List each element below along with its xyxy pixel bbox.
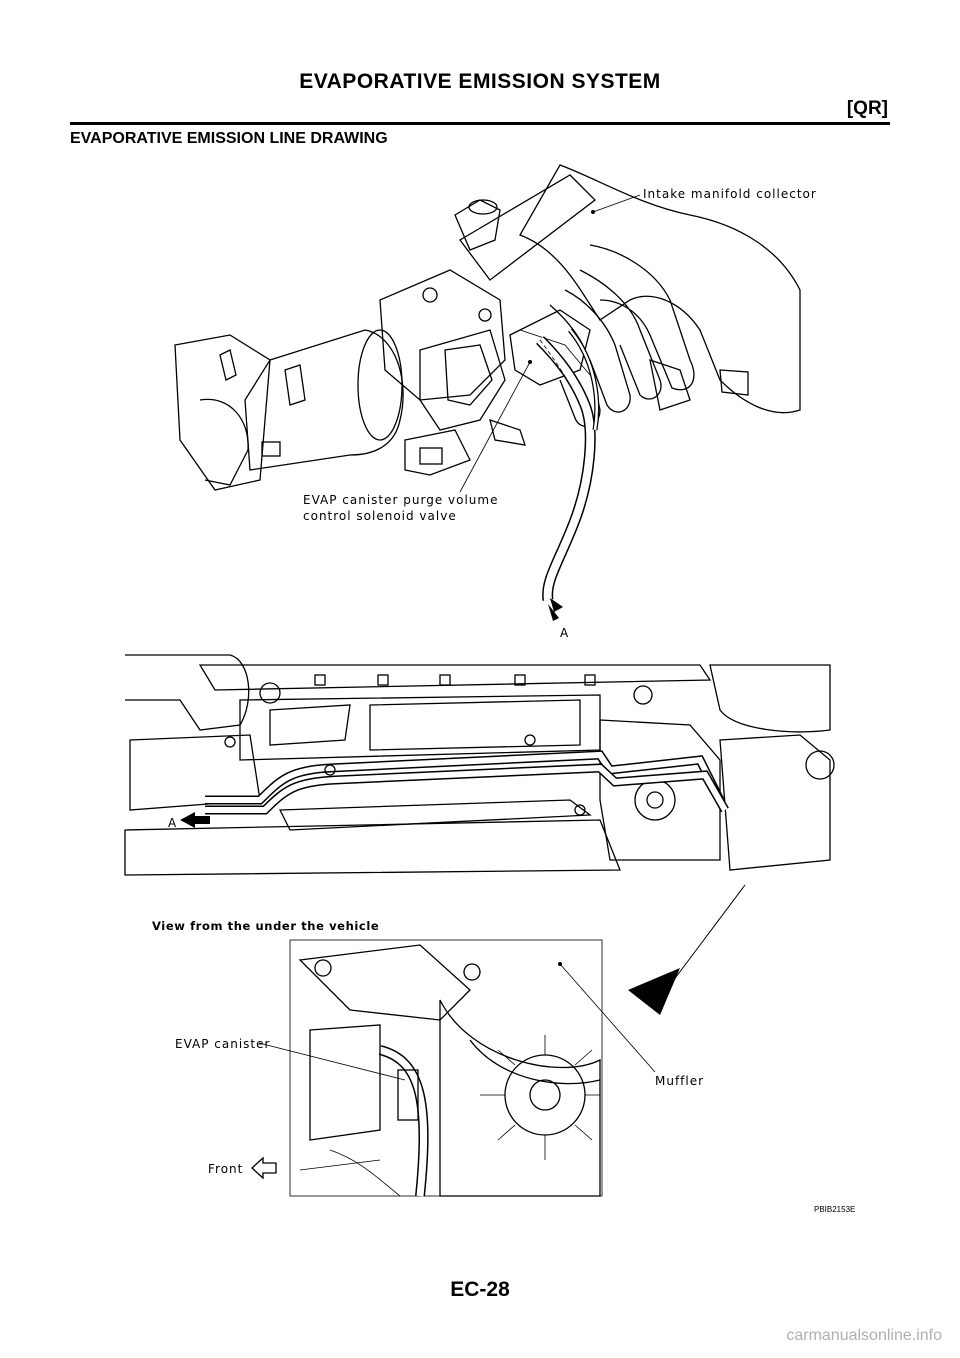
evap-line-drawing: Intake manifold collector EVAP canister … (124, 164, 855, 1214)
view-caption: View from the under the vehicle (152, 919, 379, 933)
figure-reference-code: PBIB2153E (814, 1205, 855, 1214)
muffler-label: Muffler (655, 1074, 704, 1088)
intake-manifold-label: Intake manifold collector (643, 187, 817, 201)
canister-muffler-illustration (251, 939, 656, 1197)
intake-manifold-illustration (174, 164, 801, 621)
underbody-illustration (124, 654, 835, 1015)
front-direction-label: Front (208, 1162, 243, 1176)
purge-valve-label-line1: EVAP canister purge volume (303, 493, 498, 507)
watermark: carmanualsonline.info (786, 1327, 942, 1344)
evap-canister-label: EVAP canister (175, 1037, 270, 1051)
point-a-top-label: A (560, 626, 569, 640)
evap-tube-bundle (205, 750, 729, 815)
point-a-mid-label: A (168, 816, 177, 830)
purge-valve-label-line2: control solenoid valve (303, 509, 457, 523)
header-divider (70, 122, 890, 125)
section-title: EVAPORATIVE EMISSION LINE DRAWING (70, 130, 388, 147)
engine-code-tag: [QR] (846, 98, 888, 119)
page-header-title: EVAPORATIVE EMISSION SYSTEM (299, 70, 661, 93)
page-number: EC-28 (450, 1278, 510, 1301)
